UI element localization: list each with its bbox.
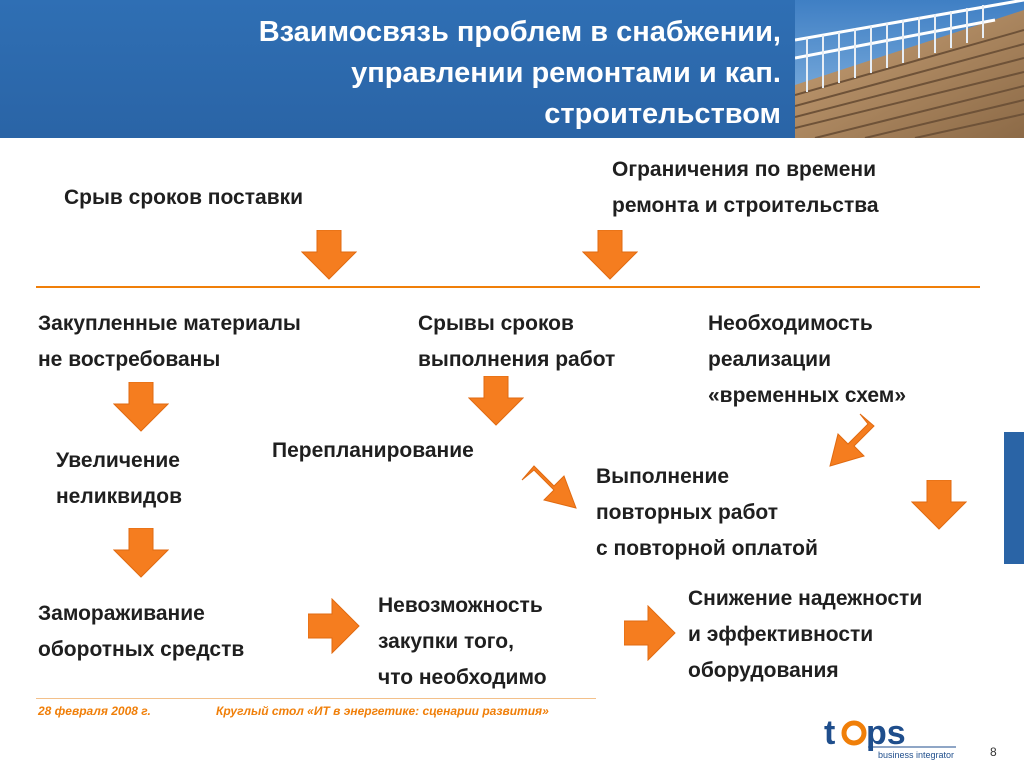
top-left-label: Срыв сроков поставки	[64, 186, 304, 209]
top-right-line-2: ремонта и строительства	[612, 194, 879, 217]
reliability-decrease-line-1: Снижение надежности	[688, 587, 923, 610]
work-deadline-label: Срывы сроков выполнения работ	[418, 306, 615, 378]
arrow-down-icon	[113, 382, 169, 432]
temporary-schemes-line-2: реализации	[708, 348, 832, 371]
footer-event: Круглый стол «ИТ в энергетике: сценарии …	[216, 704, 549, 718]
repeat-works-line-1: Выполнение	[596, 465, 730, 488]
slide-title: Взаимосвязь проблем в снабжении, управле…	[21, 12, 781, 135]
repeat-works-line-3: с повторной оплатой	[596, 537, 818, 560]
frozen-capital-line-1: Замораживание	[38, 602, 205, 625]
arrow-down-icon	[911, 480, 967, 530]
arrow-down-icon	[113, 528, 169, 578]
divider-line	[36, 286, 980, 288]
illiquid-increase-label: Увеличение неликвидов	[56, 443, 182, 515]
work-deadline-line-1: Срывы сроков	[418, 312, 574, 335]
arrow-down-icon	[301, 230, 357, 280]
repeat-works-label: Выполнение повторных работ с повторной о…	[596, 459, 818, 567]
svg-text:ps: ps	[866, 714, 906, 752]
stairs-photo	[795, 0, 1024, 138]
arrow-diagonal-icon	[521, 465, 577, 509]
frozen-capital-line-2: оборотных средств	[38, 638, 245, 661]
illiquid-increase-line-1: Увеличение	[56, 449, 180, 472]
footer-line	[36, 698, 596, 699]
top-right-line-1: Ограничения по времени	[612, 158, 877, 181]
frozen-capital-label: Замораживание оборотных средств	[38, 596, 244, 668]
temporary-schemes-line-1: Необходимость	[708, 312, 873, 335]
arrow-right-icon	[624, 605, 676, 661]
side-accent-tab	[1004, 432, 1024, 564]
svg-text:business integrator: business integrator	[878, 750, 954, 760]
title-line-1: Взаимосвязь проблем в снабжении,	[258, 16, 781, 48]
tops-logo: t ps business integrator	[822, 712, 962, 767]
top-right-label: Ограничения по времени ремонта и строите…	[612, 152, 879, 224]
reliability-decrease-line-2: и эффективности	[688, 623, 874, 646]
cannot-purchase-line-3: что необходимо	[378, 666, 547, 689]
illiquid-increase-line-2: неликвидов	[56, 485, 183, 508]
footer-date: 28 февраля 2008 г.	[38, 704, 151, 718]
cannot-purchase-line-1: Невозможность	[378, 594, 543, 617]
page-number: 8	[990, 745, 997, 759]
replanning-label: Перепланирование	[272, 439, 474, 462]
arrow-down-icon	[582, 230, 638, 280]
arrow-right-icon	[308, 598, 360, 654]
arrow-diagonal-icon	[829, 413, 875, 467]
reliability-decrease-label: Снижение надежности и эффективности обор…	[688, 581, 922, 689]
title-banner: Взаимосвязь проблем в снабжении, управле…	[0, 0, 795, 138]
purchased-materials-line-2: не востребованы	[38, 348, 221, 371]
arrow-down-icon	[468, 376, 524, 426]
cannot-purchase-label: Невозможность закупки того, что необходи…	[378, 588, 547, 696]
reliability-decrease-line-3: оборудования	[688, 659, 839, 682]
temporary-schemes-line-3: «временных схем»	[708, 384, 907, 407]
work-deadline-line-2: выполнения работ	[418, 348, 616, 371]
repeat-works-line-2: повторных работ	[596, 501, 779, 524]
title-line-3: строительством	[544, 98, 781, 130]
temporary-schemes-label: Необходимость реализации «временных схем…	[708, 306, 906, 414]
cannot-purchase-line-2: закупки того,	[378, 630, 514, 653]
purchased-materials-line-1: Закупленные материалы	[38, 312, 301, 335]
purchased-materials-label: Закупленные материалы не востребованы	[38, 306, 301, 378]
title-line-2: управлении ремонтами и кап.	[351, 57, 781, 89]
svg-text:t: t	[824, 714, 835, 752]
